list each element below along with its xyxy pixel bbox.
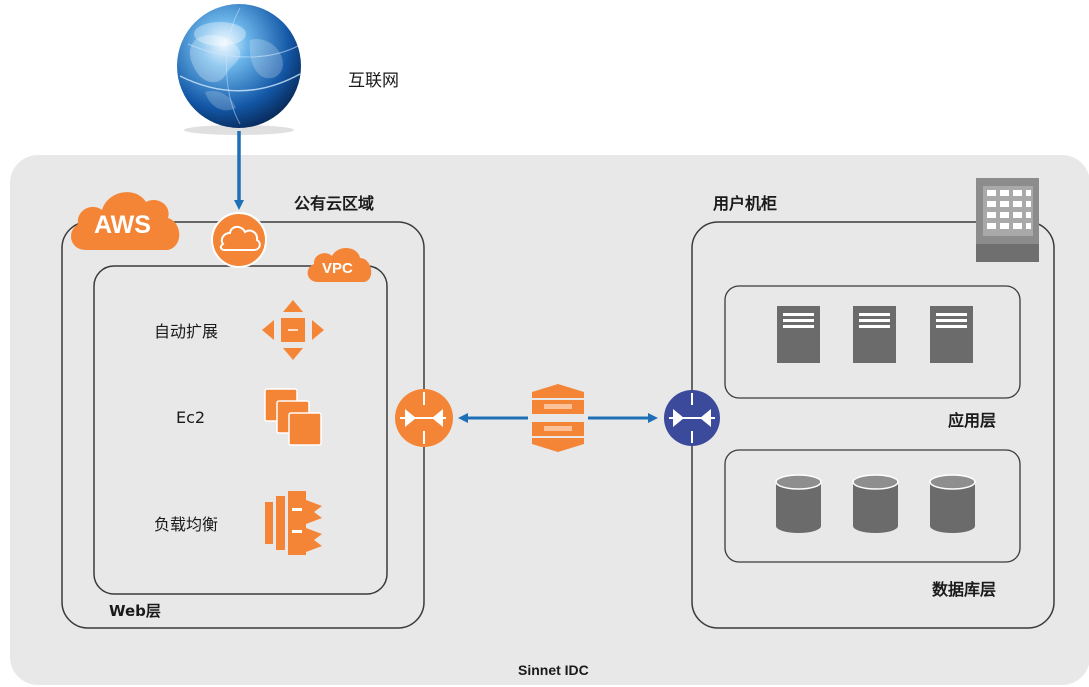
public-cloud-title: 公有云区域 [294, 194, 375, 213]
database-icon [775, 474, 822, 533]
ec2-instances-icon [264, 388, 322, 446]
customer-gateway-icon [664, 390, 720, 446]
database-icon [929, 474, 976, 533]
idc-region [10, 155, 1089, 685]
app-layer-label: 应用层 [948, 411, 997, 430]
app-server-icon [853, 306, 896, 363]
internet-gateway-icon [211, 212, 267, 268]
datacenter-building-icon [976, 178, 1039, 262]
direct-connect-icon [532, 384, 584, 452]
vpc-badge-label: VPC [322, 260, 353, 277]
vpc-badge [307, 247, 372, 282]
db-layer-box [724, 449, 1021, 563]
web-layer-label: Web层 [109, 602, 161, 620]
vpn-gateway-icon [395, 389, 453, 447]
auto-scaling-icon [262, 300, 324, 360]
load-balancer-icon [265, 491, 322, 555]
aws-badge [71, 192, 180, 250]
aws-badge-label: AWS [94, 211, 151, 239]
idc-label: Sinnet IDC [518, 662, 589, 678]
app-server-icon [777, 306, 820, 363]
service-label-load-balancer: 负载均衡 [154, 515, 219, 534]
internet-label: 互联网 [348, 71, 399, 91]
app-server-icon [930, 306, 973, 363]
service-label-auto-scaling: 自动扩展 [154, 322, 219, 341]
globe-icon [177, 4, 301, 135]
service-label-ec2: Ec2 [176, 408, 206, 427]
app-layer-box [724, 285, 1021, 399]
database-icon [852, 474, 899, 533]
user-rack-title: 用户机柜 [713, 194, 778, 213]
db-layer-label: 数据库层 [932, 580, 997, 599]
